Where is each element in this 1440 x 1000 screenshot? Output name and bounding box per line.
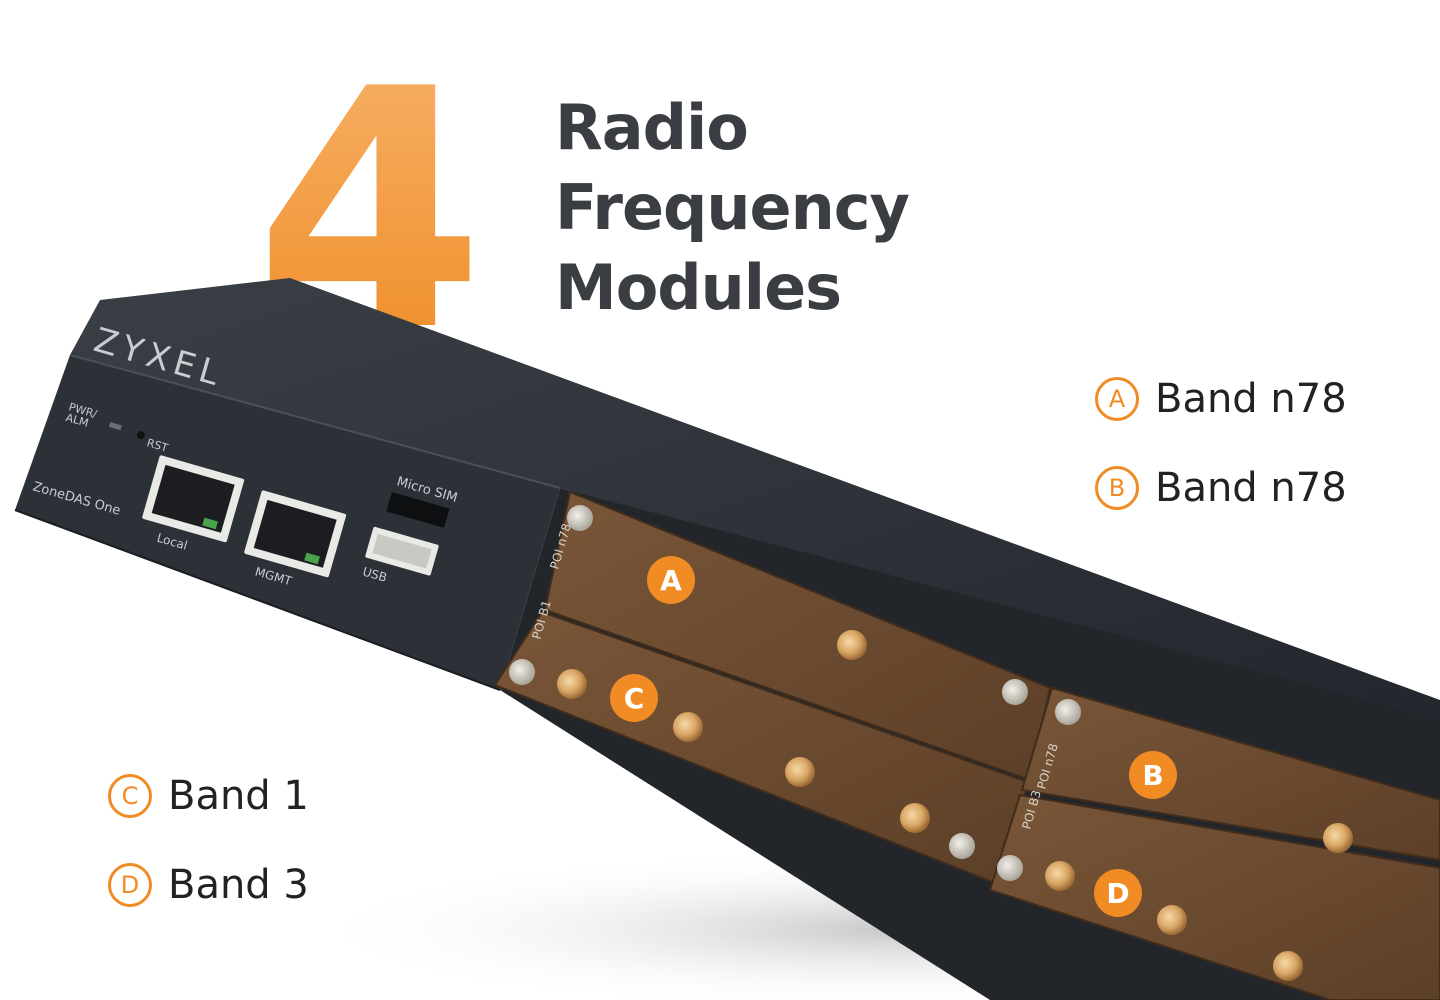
- rf-connector: [1273, 951, 1303, 981]
- badge-b: B: [1129, 751, 1177, 799]
- headline-line-1: Radio: [555, 91, 749, 164]
- legend-item-b: B Band n78: [1095, 465, 1347, 511]
- legend-label-a: Band n78: [1155, 376, 1347, 422]
- headline: Radio Frequency Modules: [555, 88, 910, 328]
- screw: [1055, 699, 1081, 725]
- legend-item-a: A Band n78: [1095, 376, 1347, 422]
- reset-label: RST: [145, 436, 169, 454]
- screw: [997, 855, 1023, 881]
- usb-label: USB: [361, 565, 389, 585]
- badge-c: C: [610, 674, 658, 722]
- legend-marker-b: B: [1095, 466, 1139, 510]
- rf-connector: [837, 630, 867, 660]
- status-led: [108, 422, 122, 431]
- rf-connector: [1045, 861, 1075, 891]
- headline-line-2: Frequency: [555, 171, 910, 244]
- svg-text:C: C: [624, 682, 645, 715]
- rf-connector: [673, 712, 703, 742]
- legend-label-c: Band 1: [168, 773, 309, 819]
- screw: [509, 659, 535, 685]
- svg-text:B: B: [1142, 759, 1163, 792]
- rf-connector: [557, 669, 587, 699]
- port-local-led: [202, 517, 218, 530]
- legend-marker-a: A: [1095, 377, 1139, 421]
- badge-d: D: [1094, 869, 1142, 917]
- legend-item-d: D Band 3: [108, 862, 309, 908]
- legend-label-b: Band n78: [1155, 465, 1347, 511]
- legend-label-d: Band 3: [168, 862, 309, 908]
- reset-button: [136, 431, 145, 440]
- headline-line-3: Modules: [555, 251, 842, 324]
- sim-slot: [386, 492, 450, 528]
- rf-connector: [785, 757, 815, 787]
- svg-text:A: A: [660, 564, 682, 597]
- port-mgmt-led: [304, 552, 320, 565]
- screw: [1002, 679, 1028, 705]
- screw: [949, 833, 975, 859]
- rf-connector: [1157, 905, 1187, 935]
- legend-marker-c: C: [108, 774, 152, 818]
- module-b: [1020, 686, 1440, 862]
- screw: [567, 505, 593, 531]
- svg-text:D: D: [1106, 877, 1129, 910]
- module-d: [988, 793, 1440, 1000]
- chassis-top: [70, 278, 1440, 725]
- legend-marker-d: D: [108, 863, 152, 907]
- rf-connector: [1323, 823, 1353, 853]
- badge-a: A: [647, 556, 695, 604]
- led-label-alm: ALM: [64, 411, 90, 430]
- legend-item-c: C Band 1: [108, 773, 309, 819]
- rf-connector: [900, 803, 930, 833]
